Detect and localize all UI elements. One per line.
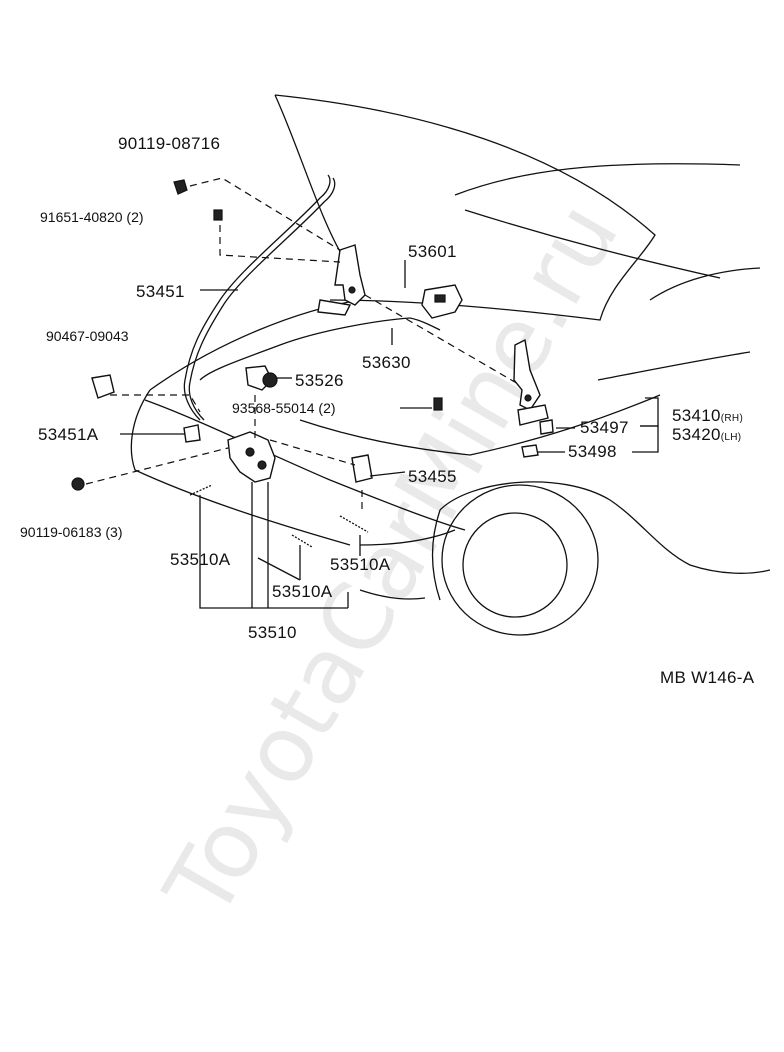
label-53498: 53498 [568,442,617,461]
small-parts [71,179,554,491]
label-93568-55014: 93568-55014 (2) [232,400,336,416]
hood-lock-stay [421,284,463,319]
hood-lock-assembly [227,431,276,483]
label-53497: 53497 [580,418,629,437]
label-91651-40820: 91651-40820 (2) [40,209,144,225]
label-53601: 53601 [408,242,457,261]
label-53526: 53526 [295,371,344,390]
leader-lines [85,177,659,609]
label-90467-09043: 90467-09043 [46,328,129,344]
label-53410: 53410(RH) [672,407,743,424]
support-rod [183,174,336,421]
diagram-code: MB W146-A [660,668,755,687]
label-53510a-center: 53510A [272,582,333,601]
label-53410-side: (RH) [720,413,744,424]
hood-outline [274,94,761,381]
hinge-lh [317,244,366,316]
wheel-drawing [431,481,771,636]
label-53451a: 53451A [38,425,99,444]
label-53451: 53451 [136,282,185,301]
label-53420: 53420(LH) [672,426,741,443]
label-90119-06183: 90119-06183 (3) [20,524,123,540]
springs [189,484,369,548]
label-53410-number: 53410 [672,406,721,425]
release-cable [199,317,441,381]
label-53420-number: 53420 [672,425,721,444]
label-53630: 53630 [362,353,411,372]
hinge-rh [513,338,549,426]
label-53420-side: (LH) [720,432,742,443]
label-90119-08716: 90119-08716 [118,134,221,153]
label-53510a-right: 53510A [330,555,391,574]
label-53455: 53455 [408,467,457,486]
label-53510: 53510 [248,623,297,642]
label-53510a-left: 53510A [170,550,231,569]
